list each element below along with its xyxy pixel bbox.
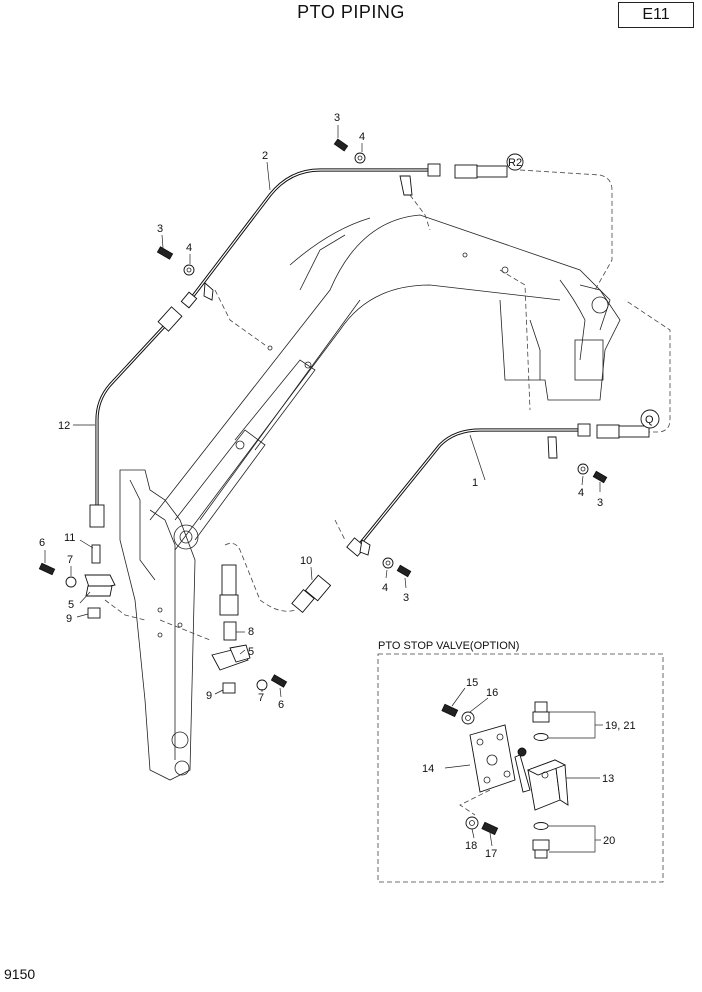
callout-17: 17 (485, 848, 497, 860)
inset-pto-stop-valve: PTO STOP VALVE(OPTION) (377, 640, 664, 883)
reference-markers (506, 153, 660, 429)
callout-4-left: 4 (186, 242, 192, 254)
hose-2 (180, 163, 508, 309)
callout-3-top: 3 (334, 112, 340, 124)
callout-15: 15 (466, 677, 478, 689)
sheet-number: 9150 (4, 966, 36, 982)
callout-5-lower: 5 (248, 646, 254, 658)
callout-6-left: 6 (39, 537, 45, 549)
callout-12: 12 (58, 420, 70, 432)
callout-14: 14 (422, 763, 434, 775)
callout-8: 8 (248, 626, 254, 638)
bolts-and-washers (38, 138, 608, 694)
leader-lines (44, 125, 601, 698)
reference-Q: Q (645, 414, 654, 426)
callout-11: 11 (64, 532, 75, 544)
callout-16: 16 (486, 687, 498, 699)
callout-10: 10 (300, 555, 312, 567)
callout-3-mid: 3 (403, 592, 409, 604)
callouts: 2 3 4 3 4 12 1 4 3 4 3 10 11 6 7 5 9 8 5… (39, 112, 654, 711)
callout-4-mid: 4 (382, 582, 388, 594)
callout-13: 13 (602, 773, 614, 785)
callout-7-left: 7 (67, 554, 73, 566)
callout-3-right: 3 (597, 497, 603, 509)
callout-2: 2 (262, 150, 268, 162)
callout-3-left: 3 (157, 223, 163, 235)
callout-9-left: 9 (66, 613, 72, 625)
callout-6-lower: 6 (278, 699, 284, 711)
callout-1: 1 (472, 477, 478, 489)
callout-20: 20 (603, 835, 615, 847)
hose-10 (219, 564, 332, 616)
callout-4-top: 4 (359, 131, 365, 143)
hose-1 (346, 423, 650, 557)
callout-19-21: 19, 21 (605, 720, 636, 732)
callout-5-left: 5 (68, 599, 74, 611)
inset-title: PTO STOP VALVE(OPTION) (378, 640, 519, 652)
callout-18: 18 (465, 840, 477, 852)
page-title: PTO PIPING (297, 2, 405, 22)
callout-7-lower: 7 (258, 692, 264, 704)
boom-arm-outline (119, 214, 621, 781)
callout-4-right: 4 (578, 487, 584, 499)
callout-9-lower: 9 (206, 690, 212, 702)
page-code-box: E11 (618, 2, 694, 28)
routing-dashed-lines (104, 169, 671, 641)
hose-12 (89, 306, 183, 564)
reference-R2: R2 (508, 157, 522, 169)
